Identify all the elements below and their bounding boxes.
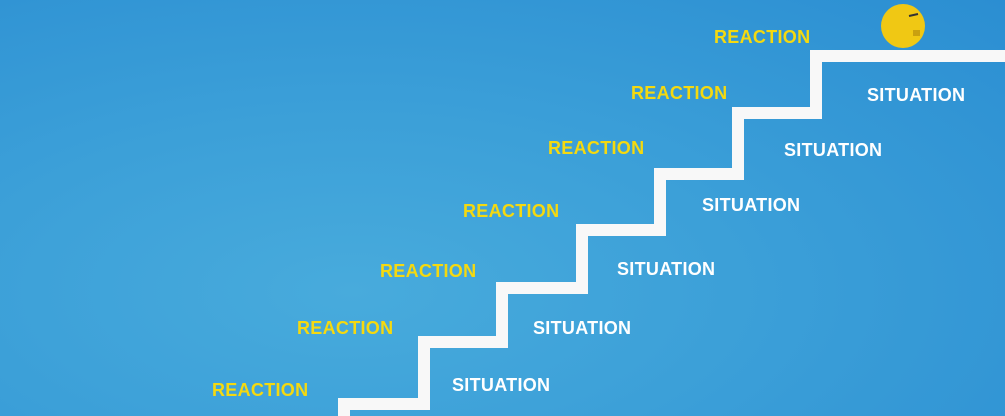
reaction-label-1: REACTION: [212, 380, 309, 400]
situation-label-2: SITUATION: [533, 318, 632, 338]
reaction-label-6: REACTION: [631, 83, 728, 103]
situation-label-1: SITUATION: [452, 375, 551, 395]
situation-label-6: SITUATION: [867, 85, 966, 105]
reaction-label-4: REACTION: [463, 201, 560, 221]
situation-label-4: SITUATION: [702, 195, 801, 215]
reaction-label-2: REACTION: [297, 318, 394, 338]
yellow-ball-icon: [881, 4, 925, 48]
reaction-label-7: REACTION: [714, 27, 811, 47]
situation-label-5: SITUATION: [784, 140, 883, 160]
staircase: [338, 50, 1005, 416]
reaction-label-3: REACTION: [380, 261, 477, 281]
reaction-label-5: REACTION: [548, 138, 645, 158]
situation-label-3: SITUATION: [617, 259, 716, 279]
